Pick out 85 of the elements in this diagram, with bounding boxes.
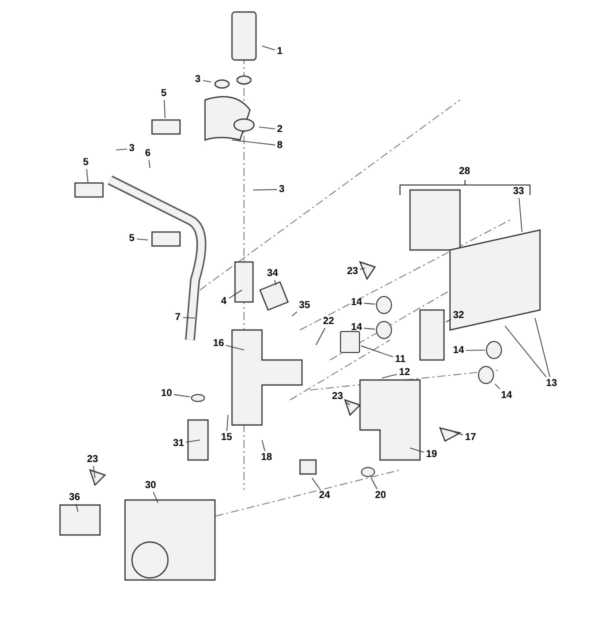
callout-number: 5: [128, 233, 136, 244]
leader-line: [454, 432, 464, 436]
leader-line: [504, 326, 547, 378]
leader-line: [466, 350, 486, 351]
callout-number: 23: [331, 391, 344, 402]
callout-number: 15: [220, 432, 234, 443]
callout-number: 14: [350, 322, 364, 333]
leader-line: [232, 140, 276, 146]
callout-number: 23: [86, 454, 100, 465]
callout-number: 31: [172, 438, 186, 449]
callout-number: 14: [500, 390, 514, 401]
callout-number: 30: [144, 480, 158, 491]
leader-line: [186, 440, 200, 443]
callout-number: 8: [276, 140, 284, 151]
leader-line: [182, 317, 196, 318]
leader-line: [410, 448, 424, 453]
leader-line: [292, 311, 298, 316]
leader-line: [344, 401, 350, 406]
callout-number: 4: [220, 296, 228, 307]
callout-number: 32: [452, 310, 466, 321]
callout-number: 28: [458, 166, 472, 177]
leader-line: [364, 302, 376, 305]
o-ring: [361, 467, 375, 477]
leader-line: [174, 394, 190, 398]
callout-number: 18: [260, 452, 274, 463]
callout-number: 33: [512, 186, 526, 197]
leader-line: [136, 238, 148, 240]
leader-line: [262, 46, 276, 50]
o-ring: [478, 366, 494, 384]
callout-number: 17: [464, 432, 478, 443]
leader-line: [494, 384, 500, 390]
callout-number: 36: [68, 492, 82, 503]
valve-part: [340, 331, 360, 353]
callout-number: 34: [266, 268, 280, 279]
callout-number: 11: [394, 354, 407, 365]
callout-number: 13: [545, 378, 558, 389]
callout-number: 10: [160, 388, 174, 399]
callout-number: 35: [298, 300, 312, 311]
callout-number: 6: [144, 148, 152, 159]
leader-line: [364, 328, 376, 330]
callout-number: 2: [276, 124, 284, 135]
leader-line: [76, 504, 78, 512]
o-ring: [376, 321, 392, 339]
callout-number: 3: [128, 143, 136, 154]
leader-line: [262, 440, 266, 452]
callout-number: 3: [194, 74, 202, 85]
callout-number: 3: [278, 184, 286, 195]
callout-number: 24: [318, 490, 332, 501]
leader-line: [148, 160, 150, 168]
leader-line: [312, 478, 320, 490]
leader-line: [228, 290, 242, 299]
leader-line: [518, 198, 522, 232]
leader-line: [92, 466, 96, 478]
leader-line: [86, 168, 88, 184]
callout-number: 1: [276, 46, 284, 57]
callout-number: 19: [425, 449, 438, 460]
leader-line: [226, 345, 244, 350]
o-ring: [376, 296, 392, 314]
callout-number: 16: [212, 338, 226, 349]
callout-number: 23: [346, 266, 360, 277]
callout-number: 5: [160, 88, 168, 99]
callout-number: 22: [322, 316, 336, 327]
leader-line: [116, 148, 128, 150]
callout-number: 20: [374, 490, 388, 501]
callout-number: 5: [82, 157, 90, 168]
callout-number: 14: [452, 345, 466, 356]
leader-line: [152, 492, 158, 504]
callout-number: 14: [350, 297, 364, 308]
callout-number: 7: [174, 312, 182, 323]
leader-line: [360, 345, 394, 358]
leader-line: [274, 280, 276, 286]
leader-line: [252, 189, 278, 190]
leader-line: [202, 80, 212, 82]
leader-line: [370, 478, 378, 490]
callout-number: 12: [398, 367, 412, 378]
leader-line: [316, 328, 326, 346]
leader-line: [534, 318, 550, 378]
o-ring: [191, 394, 205, 402]
leader-line: [446, 319, 452, 322]
leader-line: [258, 126, 276, 130]
leader-line: [382, 374, 398, 378]
leader-line: [360, 268, 366, 270]
leader-line: [164, 100, 166, 118]
leader-line: [226, 414, 228, 432]
o-ring: [486, 341, 502, 359]
